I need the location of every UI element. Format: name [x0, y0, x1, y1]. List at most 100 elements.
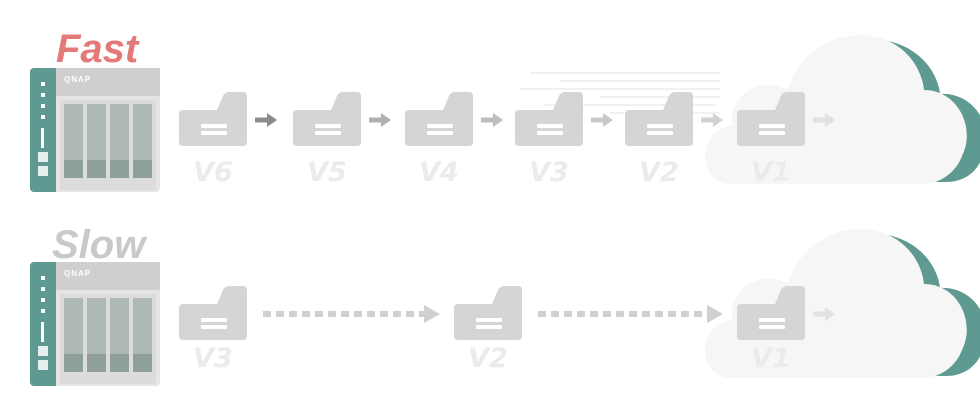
- connector-arrow: [538, 305, 723, 323]
- cloud-icon: [705, 34, 967, 184]
- nas-led: [41, 298, 45, 302]
- nas-led: [41, 93, 45, 97]
- nas-button: [38, 166, 48, 176]
- arrow-head: [825, 113, 835, 127]
- arrow-dot: [419, 311, 427, 317]
- cloud-icon-slow: [705, 228, 980, 378]
- nas-drive-bay: [110, 298, 129, 354]
- arrow-dot: [668, 311, 676, 317]
- arrow-head: [825, 307, 835, 321]
- arrow-dot: [642, 311, 650, 317]
- connector-arrow: [813, 113, 835, 127]
- connector-arrow: [481, 113, 503, 127]
- folder-body: [405, 92, 473, 146]
- nas-drive-bay-bottom: [64, 160, 83, 178]
- arrow-head: [493, 113, 503, 127]
- folder-body: [737, 92, 805, 146]
- folder-line: [201, 131, 227, 135]
- arrow-dot: [276, 311, 284, 317]
- folder-body: [454, 286, 522, 340]
- arrow-dot: [551, 311, 559, 317]
- folder-line: [427, 124, 453, 128]
- nas-logo: QNAP: [64, 75, 91, 84]
- folder-icon: [179, 92, 247, 146]
- folder-line: [476, 318, 502, 322]
- version-label: V2: [639, 157, 679, 188]
- arrow-head: [381, 113, 391, 127]
- folder-line: [537, 124, 563, 128]
- nas-led: [41, 287, 45, 291]
- arrow-dot: [380, 311, 388, 317]
- folder-icon: [625, 92, 693, 146]
- nas-drive-bay-bottom: [110, 354, 129, 372]
- arrow-shaft: [813, 311, 825, 317]
- arrow-head: [267, 113, 277, 127]
- nas-button: [38, 152, 48, 162]
- folder-line: [647, 131, 673, 135]
- nas-drive-bay: [87, 104, 106, 160]
- folder-line: [759, 124, 785, 128]
- folder-line: [315, 124, 341, 128]
- nas-led: [41, 309, 45, 313]
- nas-slot: [41, 128, 44, 148]
- fast-title: Fast: [56, 27, 140, 71]
- arrow-dot: [564, 311, 572, 317]
- arrow-head: [707, 305, 723, 323]
- arrow-dot: [354, 311, 362, 317]
- arrow-dot: [315, 311, 323, 317]
- folder-body: [737, 286, 805, 340]
- folder-line: [759, 318, 785, 322]
- version-label: V2: [468, 343, 508, 374]
- arrow-dot: [603, 311, 611, 317]
- cloud-icon: [705, 228, 967, 378]
- version-label: V3: [529, 157, 569, 188]
- arrow-dot: [341, 311, 349, 317]
- folder-body: [293, 92, 361, 146]
- arrow-dot: [263, 311, 271, 317]
- nas-button: [38, 346, 48, 356]
- nas-logo: QNAP: [64, 269, 91, 278]
- nas-led: [41, 82, 45, 86]
- folder-icon: [515, 92, 583, 146]
- folder-line: [201, 124, 227, 128]
- arrow-dot: [393, 311, 401, 317]
- arrow-dot: [302, 311, 310, 317]
- nas-drive-bay-bottom: [87, 354, 106, 372]
- arrow-dot: [694, 311, 702, 317]
- nas-led: [41, 115, 45, 119]
- connector-arrow: [591, 113, 613, 127]
- nas-device-icon: QNAP: [30, 68, 160, 192]
- nas-top: [56, 68, 160, 96]
- arrow-dot: [406, 311, 414, 317]
- nas-drive-bay-bottom: [64, 354, 83, 372]
- nas-drive-bay-bottom: [110, 160, 129, 178]
- nas-drive-bay-bottom: [87, 160, 106, 178]
- version-label: V6: [193, 157, 233, 188]
- speed-streak: [545, 104, 715, 106]
- folder-icon: [405, 92, 473, 146]
- connector-arrow: [701, 113, 723, 127]
- nas-led: [41, 276, 45, 280]
- nas-drive-bay: [87, 298, 106, 354]
- version-label: V1: [751, 343, 791, 374]
- speed-streak: [600, 96, 720, 98]
- nas-drive-bay: [110, 104, 129, 160]
- arrow-dot: [367, 311, 375, 317]
- version-label: V3: [193, 343, 233, 374]
- arrow-shaft: [481, 117, 493, 123]
- speed-streak: [520, 88, 720, 90]
- connector-arrow: [255, 113, 277, 127]
- arrow-dot: [655, 311, 663, 317]
- folder-body: [515, 92, 583, 146]
- folder-icon: [293, 92, 361, 146]
- slow-title: Slow: [52, 223, 148, 267]
- folder-line: [759, 325, 785, 329]
- arrow-shaft: [813, 117, 825, 123]
- folder-icon: [737, 286, 805, 340]
- folder-line: [759, 131, 785, 135]
- version-label: V5: [307, 157, 347, 188]
- folder-line: [201, 325, 227, 329]
- folder-line: [315, 131, 341, 135]
- folder-body: [179, 286, 247, 340]
